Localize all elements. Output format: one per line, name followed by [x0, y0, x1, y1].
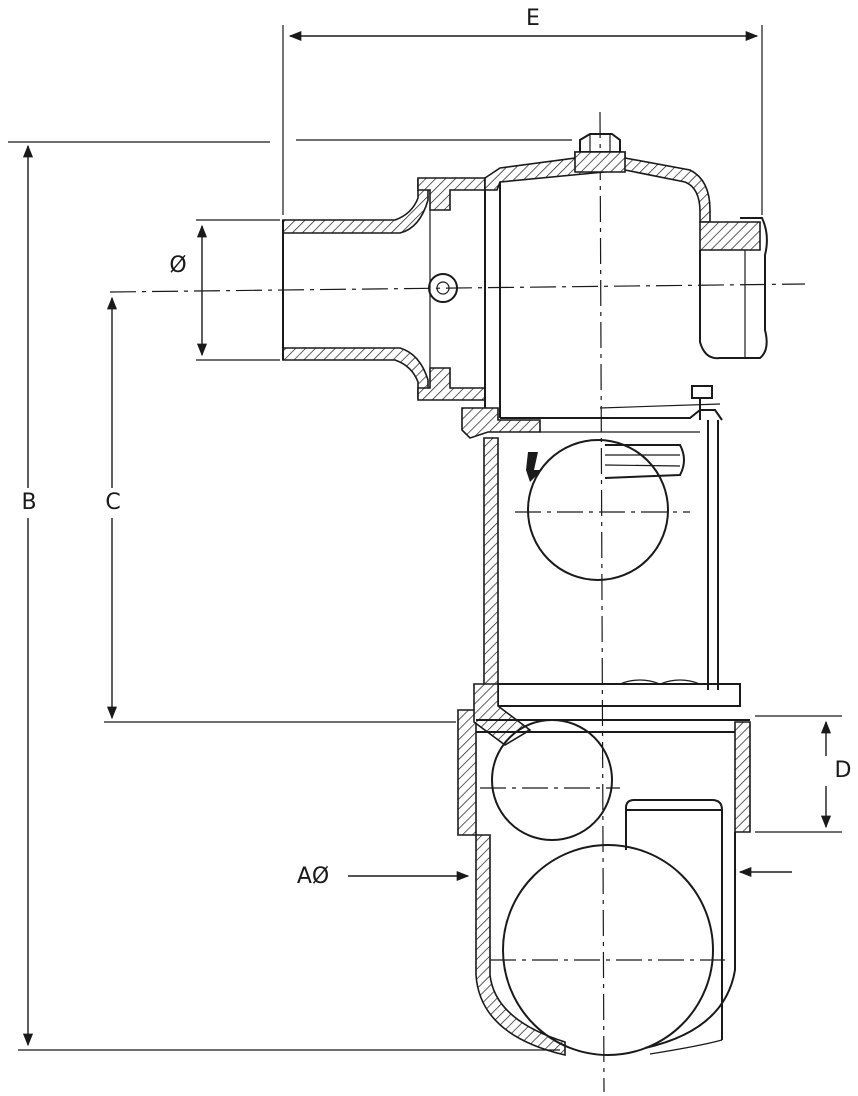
label-c: C — [105, 490, 120, 515]
float-cup-right-inner — [649, 1039, 723, 1055]
lower-sleeve-right — [734, 721, 751, 833]
upper-float-ball — [527, 439, 669, 581]
seal-lip — [526, 452, 542, 482]
label-d: D — [835, 758, 852, 783]
valve-housing — [282, 133, 768, 439]
float-tube — [483, 420, 741, 707]
pivot-pin-inner — [436, 281, 450, 295]
nut-curves — [619, 679, 701, 685]
vertical-axis — [599, 111, 605, 1093]
guide-slot — [625, 799, 723, 1040]
outlet-nut — [740, 217, 768, 359]
middle-float-ball — [491, 719, 613, 841]
outlet-thread — [699, 221, 761, 251]
side-bolt-head — [691, 385, 713, 399]
float-cup-wall — [475, 834, 566, 1057]
seat-plate — [599, 403, 721, 409]
inlet-pipe-top-wall — [282, 179, 429, 234]
dimension-labels: E B C Ø D AØ — [14, 6, 851, 889]
dimension-lines — [22, 30, 832, 1047]
extension-lines — [8, 25, 842, 1051]
housing-bottom — [500, 409, 723, 421]
label-e: E — [526, 6, 540, 31]
seal-line-2 — [604, 464, 681, 467]
tube-left-wall — [483, 437, 499, 691]
lower-float-ball — [502, 844, 714, 1056]
label-d-bg — [812, 756, 842, 786]
label-a-diameter: AØ — [297, 864, 329, 889]
label-diameter: Ø — [169, 253, 186, 278]
bolt-washer — [574, 151, 626, 173]
upper-float-seal — [604, 444, 685, 479]
pivot-pin-outer — [428, 273, 458, 303]
float-cup-right — [644, 832, 736, 1049]
lower-housing — [457, 683, 751, 1057]
inlet-pipe-bottom-wall — [282, 347, 429, 399]
lower-flange — [473, 683, 532, 746]
label-b-bg — [14, 488, 42, 518]
flange-bottom — [417, 367, 486, 401]
outlet-body — [699, 250, 740, 360]
label-c-bg — [98, 488, 126, 518]
label-b: B — [21, 490, 36, 515]
lower-sleeve-left — [457, 709, 477, 836]
tube-base-nut — [497, 683, 741, 707]
